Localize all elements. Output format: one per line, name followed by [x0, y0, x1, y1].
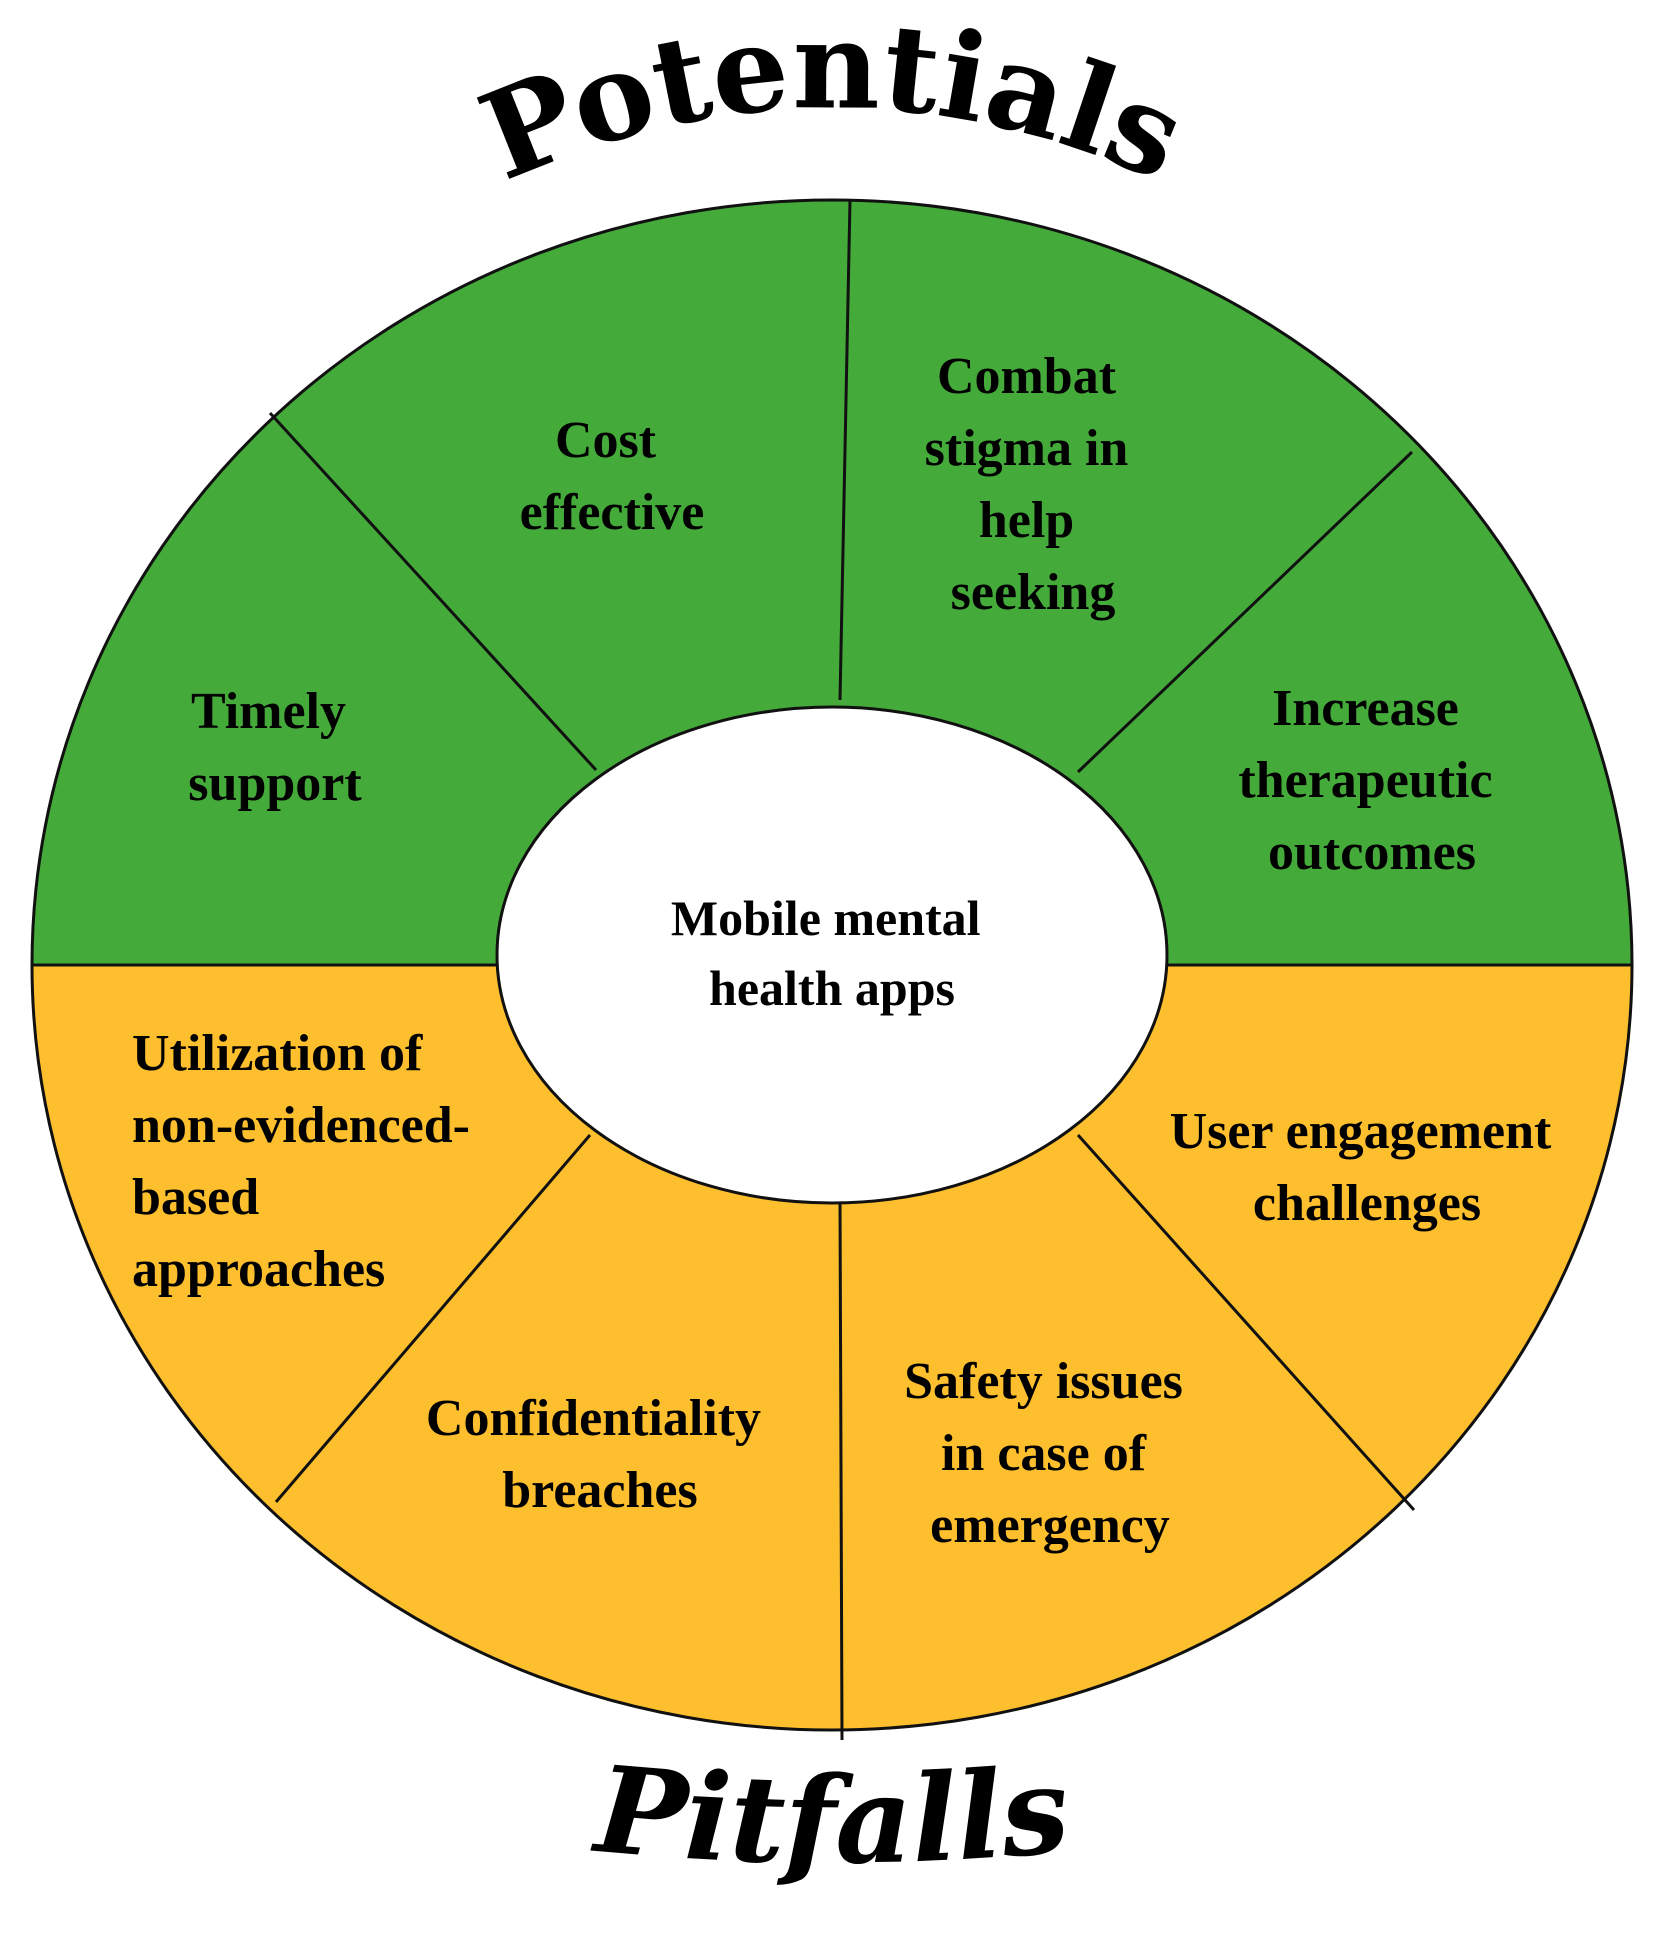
pitfall-confidentiality: Confidentiality breaches [426, 1390, 774, 1519]
potentials-heading: Potentials [463, 0, 1204, 208]
wheel [30, 198, 1634, 1741]
pitfalls-half [30, 963, 1634, 1732]
center-label: Mobile mental health apps [671, 890, 993, 1016]
divider-bottom-left [274, 1134, 592, 1503]
center-hub [495, 705, 1169, 1205]
divider-bottom-center [838, 1194, 844, 1741]
divider-top-left [268, 411, 598, 772]
potentials-half [30, 198, 1634, 967]
potential-increase-outcomes: Increase therapeutic outcomes [1238, 680, 1505, 881]
potential-combat-stigma: Combat stigma in help seeking [925, 348, 1142, 621]
pitfalls-heading: Pitfalls [588, 1739, 1075, 1892]
divider-bottom-right [1076, 1133, 1416, 1512]
pitfall-user-engagement: User engagement challenges [1170, 1103, 1565, 1232]
potential-timely-support: Timely support [188, 683, 362, 812]
potential-cost-effective: Cost effective [520, 412, 705, 541]
pitfall-non-evidenced: Utilization of non-evidenced- based appr… [132, 1025, 483, 1298]
pitfalls-heading-group: Pitfalls [588, 1739, 1075, 1892]
divider-top-right [1076, 450, 1414, 774]
potentials-heading-group: Potentials [463, 0, 1204, 208]
divider-top-center [838, 199, 852, 701]
pitfall-safety-issues: Safety issues in case of emergency [904, 1353, 1196, 1554]
